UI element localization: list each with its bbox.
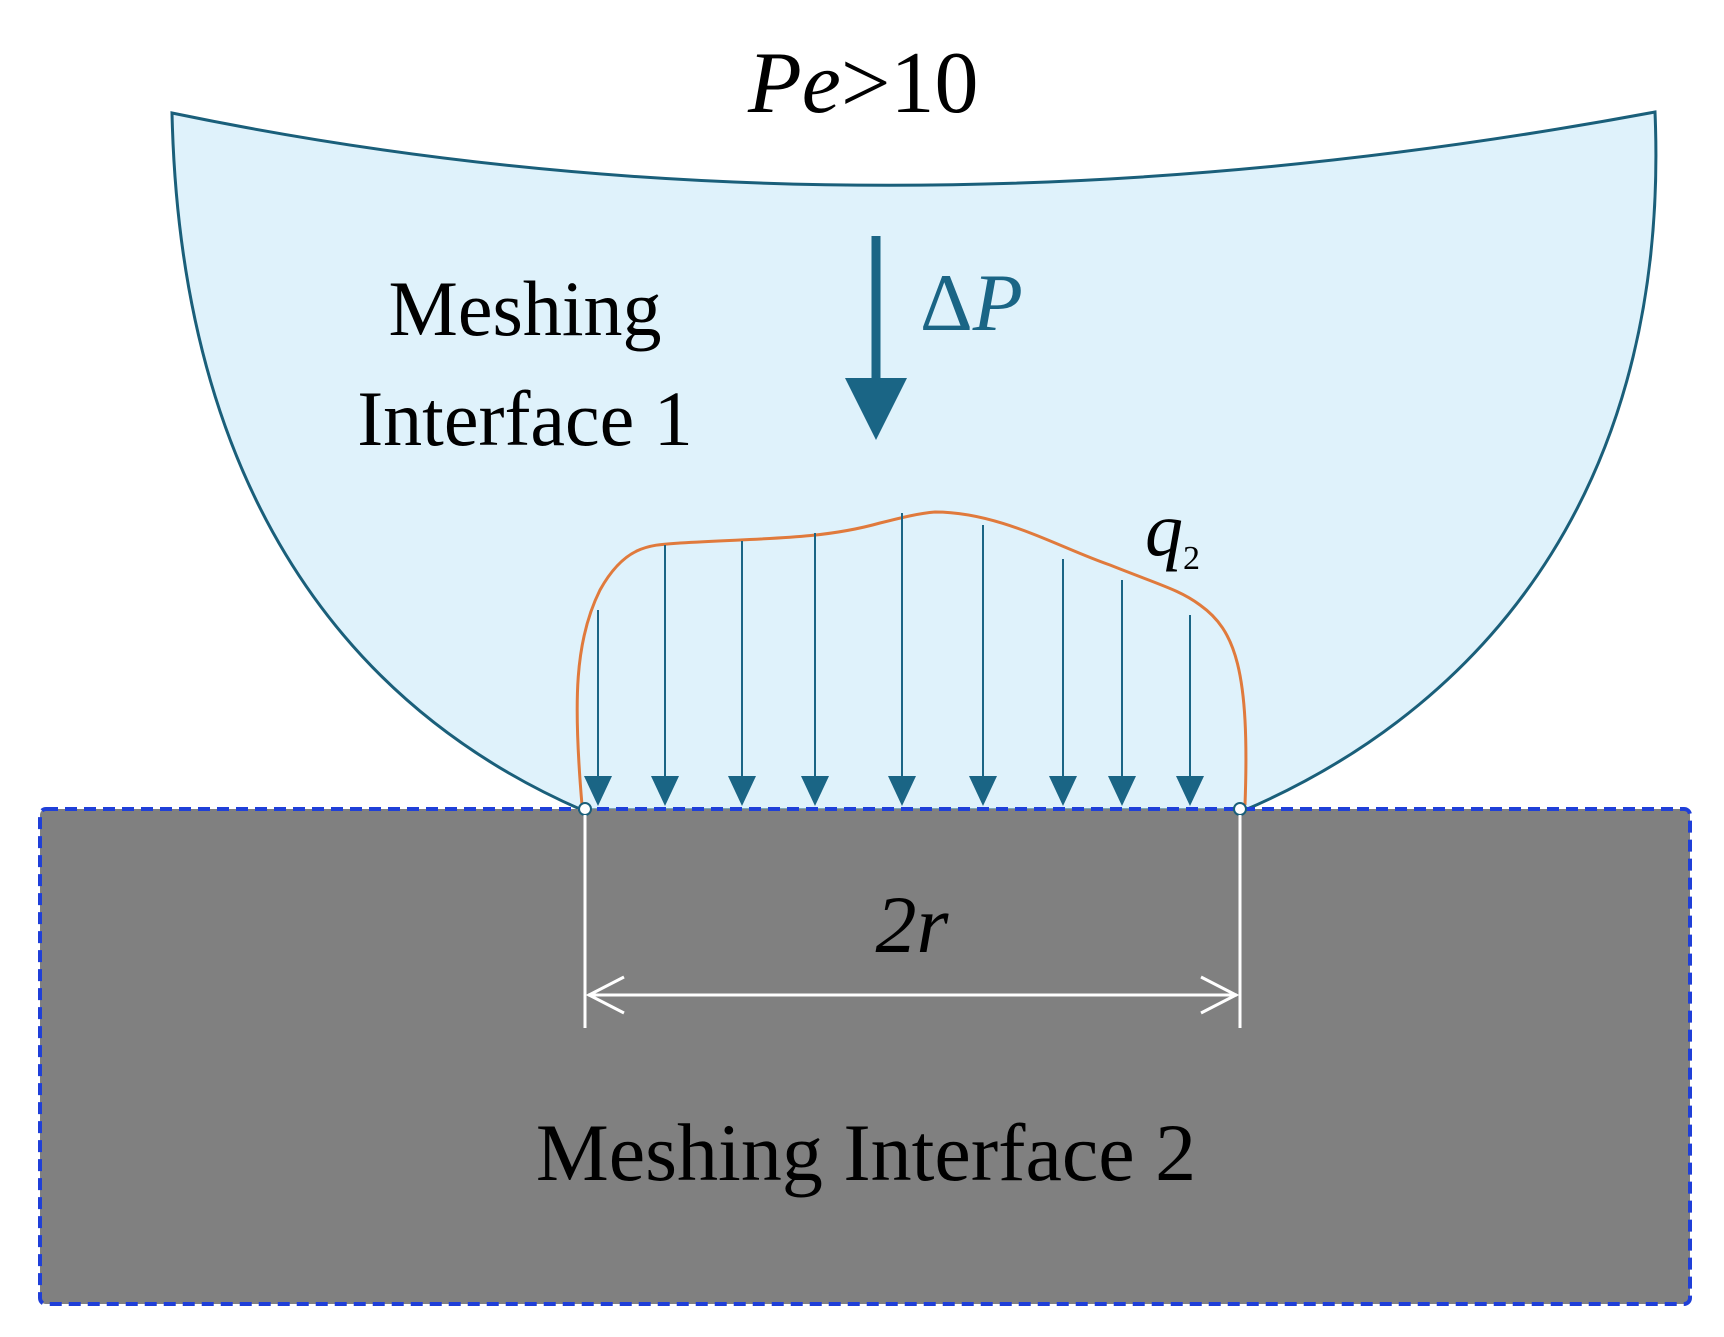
load-arrow [1108,580,1136,806]
peclet-symbol: Pe [747,35,841,132]
meshing-interface-2-body [38,807,1692,1306]
load-arrow [888,513,916,806]
peclet-condition-label: Pe>10 [747,35,978,132]
contact-width-label: 2r [876,879,950,970]
load-arrows [584,513,1204,806]
load-arrow [728,541,756,806]
meshing-interface-1-label-line1: Meshing [389,265,662,352]
load-arrow [1176,615,1204,806]
contact-width-number: 2 [876,879,917,970]
load-symbol: q [1145,488,1183,572]
load-arrow [1049,559,1077,806]
contact-point-right [1233,802,1247,816]
pressure-arrow-icon [845,236,907,440]
peclet-relation: >10 [841,35,979,132]
meshing-interface-1-body [170,110,1658,812]
contact-width-dimension [583,815,1242,1028]
meshing-interface-1-label-line2: Interface 1 [357,375,693,462]
delta-symbol: Δ [920,257,973,348]
load-arrow [801,533,829,806]
load-subscript: 2 [1183,540,1200,577]
load-arrow [584,610,612,806]
pressure-symbol: P [972,257,1023,348]
load-arrow [969,525,997,806]
load-arrow [651,545,679,806]
meshing-interface-2-label: Meshing Interface 2 [536,1107,1196,1198]
contact-width-symbol: r [917,879,950,970]
load-symbol-label: q2 [1145,488,1200,577]
contact-point-left [578,802,592,816]
pressure-difference-label: ΔP [920,257,1023,348]
